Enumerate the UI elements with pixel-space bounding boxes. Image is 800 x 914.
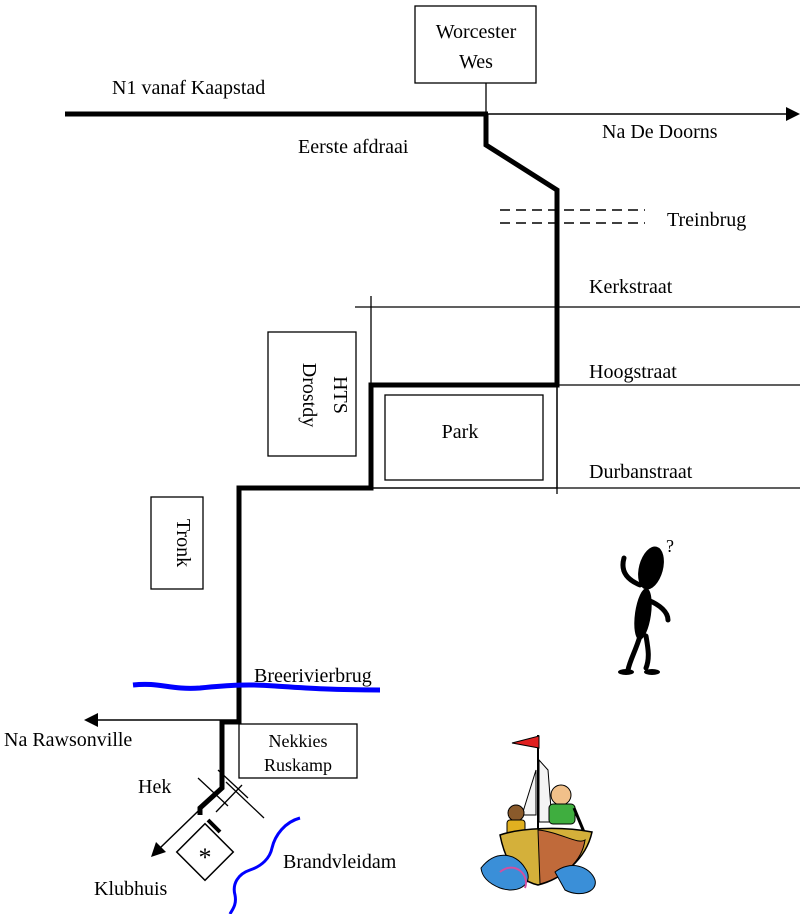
nekkies-ruskamp-box xyxy=(238,723,358,779)
tronk-box xyxy=(150,496,204,590)
gate-tick-2 xyxy=(217,769,249,799)
n1-label: N1 vanaf Kaapstad xyxy=(112,77,265,99)
dam-label: Brandvleidam xyxy=(283,851,397,873)
clubhouse-label: Klubhuis xyxy=(94,878,168,900)
arrow-east-icon xyxy=(786,107,800,121)
fence-line xyxy=(225,781,265,819)
nekkies-label-line2: Ruskamp xyxy=(264,755,332,775)
clubhouse-box xyxy=(175,822,235,882)
durbanstraat-label: Durbanstraat xyxy=(589,461,693,483)
worcester-wes-box xyxy=(414,5,537,84)
thinking-person-figure: ? xyxy=(618,536,674,675)
breerivier-bridge-label: Breerivierbrug xyxy=(254,665,372,687)
gate-tick-3 xyxy=(215,784,243,813)
gate-tick-1 xyxy=(197,777,229,807)
clubhouse-driveway xyxy=(206,818,222,834)
train-bridge-label: Treinbrug xyxy=(667,209,746,231)
arrow-southwest-icon xyxy=(151,842,166,857)
hts-drostdy-box xyxy=(267,331,357,457)
worcester-label-line1: Worcester xyxy=(436,21,517,43)
sailboat-clipart xyxy=(480,735,596,895)
brandvlei-dam-shoreline xyxy=(228,816,301,914)
park-label: Park xyxy=(442,421,479,443)
drostdy-label: Drostdy xyxy=(298,363,320,427)
hts-label: HTS xyxy=(329,376,351,414)
kerkstraat-label: Kerkstraat xyxy=(589,276,673,298)
question-mark-icon: ? xyxy=(666,536,674,556)
park-outer xyxy=(370,384,558,489)
breerivier-river xyxy=(132,681,381,693)
hoogstraat-label: Hoogstraat xyxy=(589,361,677,383)
first-exit-label: Eerste afdraai xyxy=(298,136,409,158)
worcester-label-line2: Wes xyxy=(459,51,493,73)
clubhouse-marker: * xyxy=(199,843,212,872)
gate-road xyxy=(159,787,223,849)
rawsonville-label: Na Rawsonville xyxy=(4,729,132,751)
de-doorns-label: Na De Doorns xyxy=(602,121,718,143)
nekkies-label-line1: Nekkies xyxy=(269,731,328,751)
park-box xyxy=(384,394,544,481)
arrow-west-icon xyxy=(84,713,98,727)
tronk-label: Tronk xyxy=(172,519,194,567)
gate-label: Hek xyxy=(138,776,171,798)
